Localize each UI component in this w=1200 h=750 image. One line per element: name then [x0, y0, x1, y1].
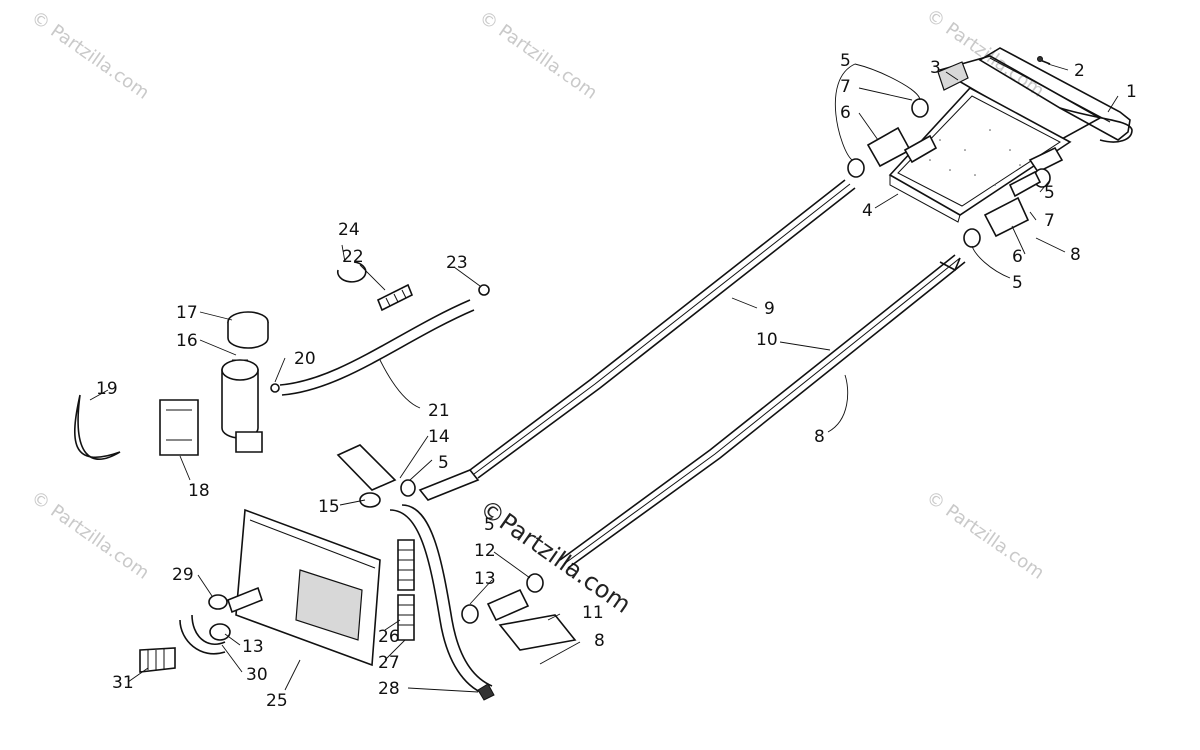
callout-18: 18	[188, 481, 210, 501]
callout-30: 30	[246, 665, 268, 685]
watermark-top-left: © Partzilla.com	[27, 7, 153, 104]
watermark-top-right: © Partzilla.com	[922, 5, 1048, 102]
lower-radiator-assembly	[139, 492, 577, 701]
callout-5-right-bottom: 5	[1012, 273, 1023, 293]
callout-27: 27	[378, 653, 400, 673]
callout-26: 26	[378, 627, 400, 647]
callout-21: 21	[428, 401, 450, 421]
callout-2: 2	[1074, 61, 1085, 81]
callout-12: 12	[474, 541, 496, 561]
callout-29: 29	[172, 565, 194, 585]
callout-16: 16	[176, 331, 198, 351]
watermark-mid-right: © Partzilla.com	[922, 487, 1048, 584]
callout-10: 10	[756, 330, 778, 350]
watermark-top-center: © Partzilla.com	[475, 7, 601, 104]
coolant-reservoir	[74, 311, 269, 460]
callout-5-top: 5	[840, 51, 851, 71]
watermark-mid-left: © Partzilla.com	[27, 487, 153, 584]
callout-23: 23	[446, 253, 468, 273]
callout-7-right: 7	[1044, 211, 1055, 231]
callout-11: 11	[582, 603, 604, 623]
callout-20: 20	[294, 349, 316, 369]
callout-15: 15	[318, 497, 340, 517]
callout-24: 24	[338, 220, 360, 240]
callout-8-top: 8	[1070, 245, 1081, 265]
leader-lines	[89, 63, 1119, 693]
callout-8-mid: 8	[814, 427, 825, 447]
callout-28: 28	[378, 679, 400, 699]
callout-4: 4	[862, 201, 873, 221]
callout-3: 3	[930, 58, 941, 78]
callout-31: 31	[112, 673, 134, 693]
callout-9: 9	[764, 299, 775, 319]
callout-13-left: 13	[242, 637, 264, 657]
callout-labels: 1 2 3 4 5 7 6 5 7 6 8 5 9 10 8 24 22 23 …	[96, 51, 1137, 711]
callout-6-right: 6	[1012, 247, 1023, 267]
callout-6-top: 6	[840, 103, 851, 123]
callout-1: 1	[1126, 82, 1137, 102]
callout-17: 17	[176, 303, 198, 323]
callout-19: 19	[96, 379, 118, 399]
callout-5-right-top: 5	[1044, 183, 1055, 203]
callout-7-top: 7	[840, 77, 851, 97]
callout-13-right: 13	[474, 569, 496, 589]
callout-14: 14	[428, 427, 450, 447]
coolant-tubes	[336, 179, 966, 569]
callout-8-bottom: 8	[594, 631, 605, 651]
heat-exchanger-assembly	[847, 47, 1133, 248]
callout-5-center: 5	[484, 515, 495, 535]
callout-25: 25	[266, 691, 288, 711]
vent-hose-assembly	[270, 261, 490, 396]
callout-22: 22	[342, 247, 364, 267]
callout-5-left: 5	[438, 453, 449, 473]
